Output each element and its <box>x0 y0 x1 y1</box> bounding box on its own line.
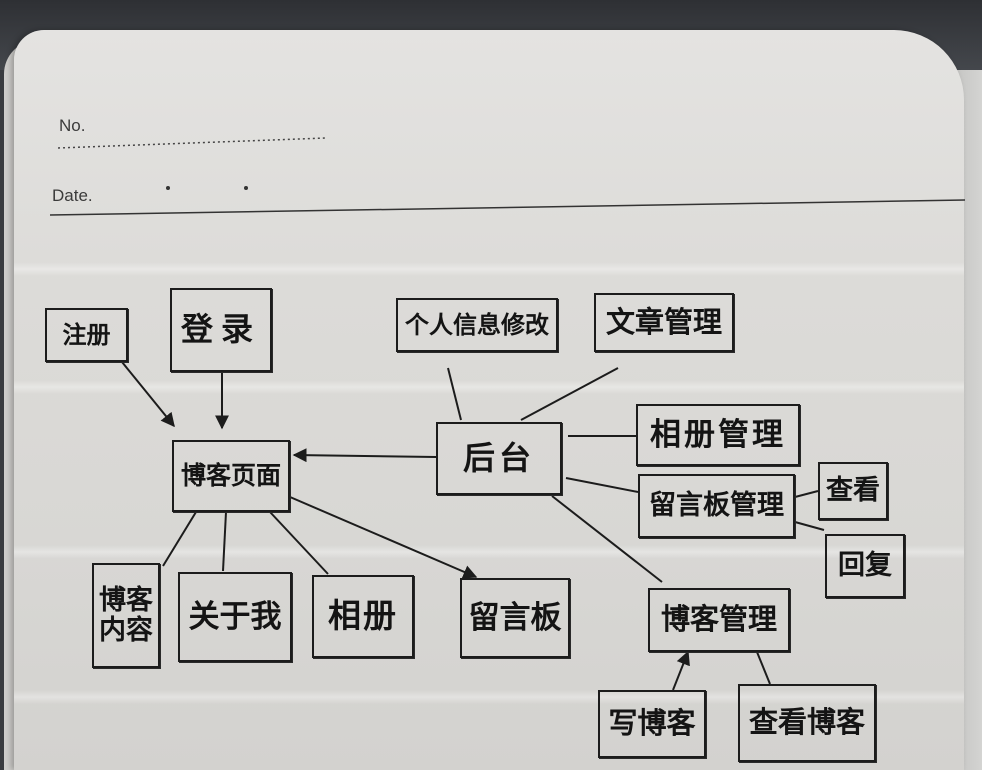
node-label: 回复 <box>838 550 892 582</box>
no-label: No. <box>59 116 86 135</box>
node-backend: 后台 <box>436 422 562 495</box>
node-guestbook-manage: 留言板管理 <box>638 474 795 538</box>
paper-fold-band <box>14 545 964 559</box>
node-label: 关于我 <box>188 598 282 635</box>
node-write-blog: 写博客 <box>598 690 706 758</box>
node-view: 查看 <box>818 462 888 520</box>
node-blog-content: 博客 内容 <box>92 563 160 668</box>
node-label: 博客页面 <box>180 461 281 491</box>
paper-fold-band <box>14 262 964 276</box>
node-label: 留言板管理 <box>649 490 784 522</box>
node-blog-manage: 博客管理 <box>648 588 790 652</box>
node-guestbook: 留言板 <box>460 578 570 658</box>
date-dot <box>244 186 248 190</box>
node-label: 注册 <box>62 320 111 349</box>
node-about-me: 关于我 <box>178 572 292 662</box>
node-label: 查看 <box>826 475 880 507</box>
node-label: 留言板 <box>468 599 562 636</box>
node-album-manage: 相册管理 <box>636 404 800 466</box>
paper-fold-band <box>14 690 964 704</box>
node-label: 后台 <box>462 438 535 477</box>
node-label-line-2: 内容 <box>99 614 153 646</box>
node-label: 相册 <box>328 596 398 636</box>
node-blog-page: 博客页面 <box>172 440 290 512</box>
node-register: 注册 <box>45 308 128 362</box>
paper-fold-band <box>14 380 964 394</box>
node-login: 登录 <box>170 288 272 372</box>
node-label: 文章管理 <box>605 304 722 339</box>
node-article-manage: 文章管理 <box>594 293 734 352</box>
node-label-line-1: 博客 <box>99 584 153 616</box>
node-reply: 回复 <box>825 534 905 598</box>
node-label: 登录 <box>180 310 261 349</box>
node-label: 查看博客 <box>748 705 865 740</box>
node-label: 相册管理 <box>650 416 786 453</box>
node-label: 写博客 <box>608 706 696 741</box>
node-label: 博客管理 <box>660 602 777 637</box>
node-album: 相册 <box>312 575 414 658</box>
node-label: 个人信息修改 <box>405 310 549 339</box>
date-dot <box>166 186 170 190</box>
date-label: Date. <box>52 186 93 205</box>
node-profile-edit: 个人信息修改 <box>396 298 558 352</box>
node-view-blog: 查看博客 <box>738 684 876 762</box>
